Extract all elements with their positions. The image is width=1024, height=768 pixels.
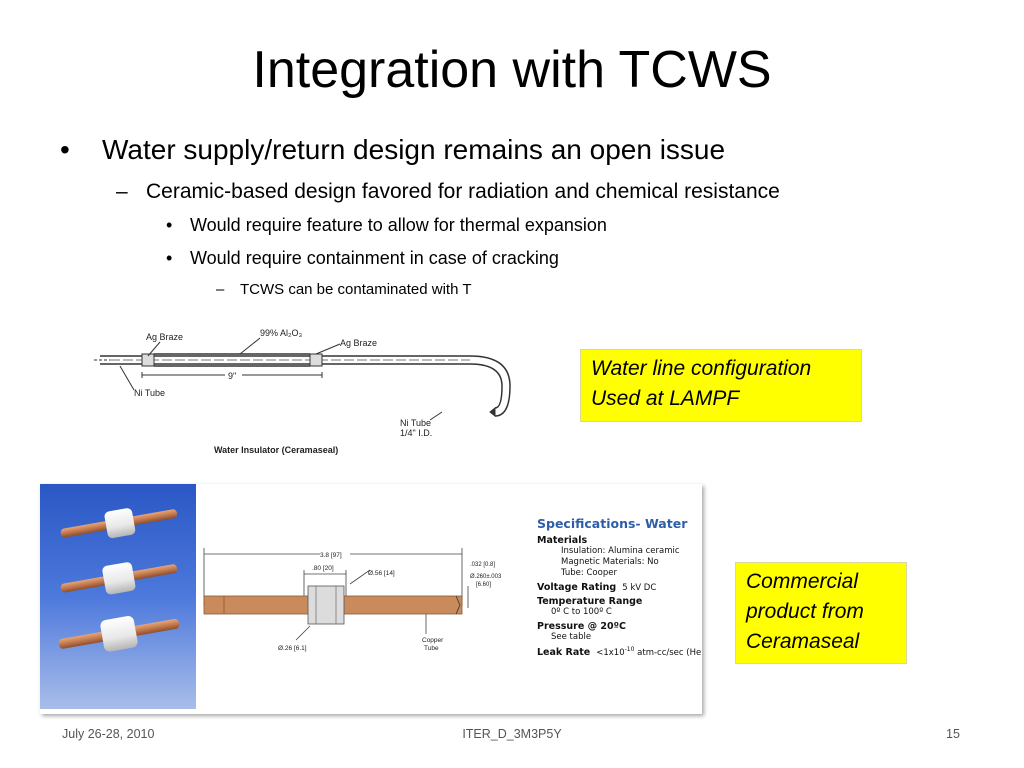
outer-diameter-label: Ø.56 [14] [368, 570, 395, 577]
alumina-label: 99% Al₂O₃ [260, 328, 303, 338]
leak-rate-base: <1x10 [596, 647, 625, 658]
note-line: Water line configuration [591, 357, 812, 380]
copper-label: Copper [422, 637, 444, 644]
dash-marker: – [116, 180, 128, 203]
note-line: Ceramaseal [746, 630, 860, 653]
note-line: Used at LAMPF [591, 387, 740, 410]
drawing-caption: Water Insulator (Ceramaseal) [214, 445, 338, 455]
materials-label: Materials [537, 535, 588, 546]
length-label: 9" [228, 371, 236, 381]
tube-diameter-metric-label: [6.60] [476, 582, 491, 588]
ag-braze-right-label: Ag Braze [340, 338, 377, 348]
footer-date: July 26-28, 2010 [62, 727, 155, 741]
bullet-text: Would require feature to allow for therm… [190, 215, 607, 235]
bullet-marker: • [166, 215, 173, 235]
leak-rate-exponent: -10 [624, 646, 635, 653]
product-dimension-drawing: 3.8 [97] .80 [20] Ø.56 [14] .032 [0.8] Ø… [203, 548, 502, 652]
product-image: 3.8 [97] .80 [20] Ø.56 [14] .032 [0.8] Ø… [40, 484, 702, 714]
magnetic-value: Magnetic Materials: No [561, 557, 659, 567]
note-line: Commercial [746, 570, 859, 593]
slide-title: Integration with TCWS [252, 41, 772, 99]
note-line: product from [746, 600, 864, 623]
tube-label: Tube [424, 645, 439, 652]
specs-heading: Specifications- Water [537, 516, 688, 531]
ni-tube-right-label: Ni Tube [400, 418, 431, 428]
footer-document-id: ITER_D_3M3P5Y [462, 727, 562, 741]
voltage-value: 5 kV DC [622, 583, 657, 593]
voltage-label: Voltage Rating [537, 582, 617, 593]
dash-marker: – [216, 281, 225, 298]
ceramaseal-product-photo [40, 484, 196, 709]
ni-tube-label: Ni Tube [134, 388, 165, 398]
bullet-text: Would require containment in case of cra… [190, 248, 559, 268]
temperature-label: Temperature Range [537, 596, 643, 607]
pressure-value: See table [551, 632, 592, 642]
ni-tube-id-label: 1/4" I.D. [400, 428, 432, 438]
water-line-note: Water line configuration Used at LAMPF [580, 349, 862, 422]
water-insulator-drawing: Ag Braze 99% Al₂O₃ Ag Braze 9" Ni Tube N… [94, 328, 511, 455]
tube-value: Tube: Cooper [561, 568, 617, 578]
insulation-value: Insulation: Alumina ceramic [561, 546, 680, 556]
inner-diameter-label: Ø.26 [6.1] [278, 645, 307, 652]
leak-rate-value: <1x10-10 atm-cc/sec (He) [590, 646, 702, 658]
leak-rate-label: Leak Rate [537, 646, 591, 658]
bullet-text: TCWS can be contaminated with T [240, 281, 472, 298]
slide-number: 15 [946, 727, 960, 741]
commercial-product-note: Commercial product from Ceramaseal [735, 562, 907, 664]
bullet-marker: • [60, 134, 70, 165]
wall-thickness-label: .032 [0.8] [470, 562, 495, 568]
temperature-value: 0º C to 100º C [551, 607, 612, 617]
specifications-panel: Specifications- Water Materials Insulati… [537, 516, 702, 658]
bullet-text: Water supply/return design remains an op… [102, 134, 726, 165]
bullet-text: Ceramic-based design favored for radiati… [146, 180, 780, 203]
ag-braze-left-label: Ag Braze [146, 332, 183, 342]
pressure-label: Pressure @ 20ºC [537, 621, 626, 632]
leak-rate-row: Leak Rate<1x10-10 atm-cc/sec (He) [537, 646, 702, 658]
center-length-label: .80 [20] [312, 565, 334, 572]
overall-length-label: 3.8 [97] [320, 552, 342, 559]
leak-rate-unit: atm-cc/sec (He) [634, 647, 702, 658]
bullet-marker: • [166, 248, 173, 268]
tube-diameter-label: Ø.260±.003 [470, 574, 502, 580]
voltage-row: Voltage Rating 5 kV DC [537, 582, 702, 593]
